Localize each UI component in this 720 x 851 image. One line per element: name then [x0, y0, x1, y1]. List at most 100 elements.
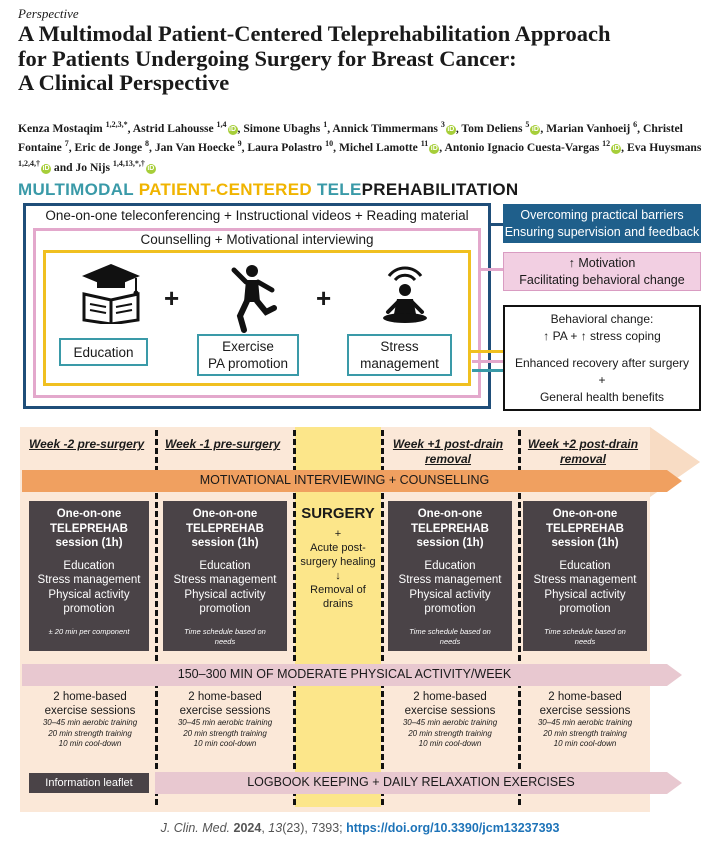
author-affiliation: 1,4: [216, 120, 227, 129]
author-name[interactable]: Simone Ubaghs: [243, 121, 324, 135]
divider: [155, 430, 158, 805]
author-affiliation: 1,4,13,*,†: [112, 158, 145, 168]
figure-title-part: PATIENT-CENTERED: [138, 180, 317, 199]
session-box: One-on-one TELEPREHAB session (1h) Educa…: [388, 501, 512, 651]
home-details: 30–45 min aerobic training 20 min streng…: [42, 718, 138, 748]
author-name[interactable]: Annick Timmermans: [332, 121, 441, 135]
home-session: 2 home-based exercise sessions 30–45 min…: [520, 690, 650, 750]
author-affiliation: 1,2,4,†: [18, 158, 40, 168]
outer-label: One-on-one teleconferencing + Instructio…: [45, 208, 469, 223]
author-affiliation: 1,2,3,*: [105, 120, 128, 129]
author-affiliation: 1: [323, 120, 328, 129]
week-header: Week +1 post-drain removal: [392, 437, 504, 466]
session-title: One-on-one TELEPREHAB session (1h): [546, 508, 624, 549]
author-name[interactable]: Laura Polastro: [247, 141, 326, 155]
author-affiliation: 10: [325, 139, 334, 149]
session-title: One-on-one TELEPREHAB session (1h): [50, 508, 128, 549]
session-title: One-on-one TELEPREHAB session (1h): [186, 508, 264, 549]
stress-management-box: Stress management: [347, 334, 452, 376]
connector: [491, 223, 503, 226]
middle-frame: [33, 228, 481, 398]
home-session: 2 home-based exercise sessions 30–45 min…: [25, 690, 155, 750]
physical-activity-band-arrow: [22, 664, 682, 691]
issue: (23): [282, 821, 305, 835]
session-note: Time schedule based on needs: [409, 626, 491, 646]
year: 2024: [233, 821, 262, 835]
behavioral-change-text: Behavioral change: ↑ PA + ↑ stress copin…: [543, 312, 661, 343]
education-icon: [78, 262, 144, 329]
session-title: One-on-one TELEPREHAB session (1h): [411, 508, 489, 549]
meditation-icon: [380, 262, 430, 329]
home-details: 30–45 min aerobic training 20 min streng…: [177, 718, 273, 748]
session-note: Time schedule based on needs: [184, 626, 266, 646]
session-body: Education Stress management Physical act…: [173, 559, 277, 616]
home-session: 2 home-based exercise sessions 30–45 min…: [160, 690, 290, 750]
authors-and: and: [51, 160, 76, 174]
author-name[interactable]: Jo Nijs: [75, 160, 113, 174]
week-header: Week -2 pre-surgery: [29, 437, 145, 451]
author-name[interactable]: Eric de Jonge: [74, 141, 146, 155]
orcid-icon[interactable]: iD: [429, 144, 440, 155]
author-affiliation: 11: [420, 139, 429, 149]
barriers-box: Overcoming practical barriers Ensuring s…: [503, 204, 701, 243]
author-name[interactable]: Kenza Mostaqim: [18, 121, 106, 135]
motivation-box: ↑ Motivation Facilitating behavioral cha…: [503, 252, 701, 291]
home-title: 2 home-based exercise sessions: [44, 691, 136, 717]
week-header: Week +2 post-drain removal: [527, 437, 639, 466]
author-name[interactable]: Antonio Ignacio Cuesta-Vargas: [444, 141, 603, 155]
title-line: A Multimodal Patient-Centered Teleprehab…: [18, 21, 611, 46]
journal-name: J. Clin. Med.: [160, 821, 231, 835]
article-title: A Multimodal Patient-Centered Teleprehab…: [18, 21, 708, 96]
connector: [472, 369, 503, 372]
orcid-icon[interactable]: iD: [445, 124, 456, 135]
session-box: One-on-one TELEPREHAB session (1h) Educa…: [163, 501, 287, 651]
outcomes-box: [503, 305, 701, 411]
divider: [293, 430, 296, 805]
band-label: MOTIVATIONAL INTERVIEWING + COUNSELLING: [199, 473, 490, 487]
exercise-box: Exercise PA promotion: [197, 334, 299, 376]
author-affiliation: 7: [64, 139, 69, 149]
session-body: Education Stress management Physical act…: [398, 559, 502, 616]
author-name[interactable]: Tom Deliens: [461, 121, 526, 135]
connector: [481, 268, 503, 271]
author-affiliation: 8: [145, 139, 150, 149]
session-box: One-on-one TELEPREHAB session (1h) Educa…: [29, 501, 149, 651]
home-session: 2 home-based exercise sessions 30–45 min…: [385, 690, 515, 750]
session-box: One-on-one TELEPREHAB session (1h) Educa…: [523, 501, 647, 651]
author-name[interactable]: Eva Huysmans: [626, 141, 702, 155]
surgery-title: SURGERY: [301, 505, 375, 522]
orcid-icon[interactable]: iD: [530, 124, 541, 135]
author-name[interactable]: Astrid Lahousse: [132, 121, 217, 135]
author-name[interactable]: Michel Lamotte: [338, 141, 421, 155]
title-line: for Patients Undergoing Surgery for Brea…: [18, 45, 517, 71]
orcid-icon[interactable]: iD: [227, 124, 238, 135]
author-affiliation: 6: [633, 120, 638, 129]
author-affiliation: 9: [237, 139, 242, 149]
session-body: Education Stress management Physical act…: [533, 559, 637, 616]
session-note: ± 20 min per component: [48, 626, 130, 636]
home-title: 2 home-based exercise sessions: [539, 691, 631, 717]
author-name[interactable]: Christel Fontaine: [18, 121, 683, 155]
author-list: Kenza Mostaqim 1,2,3,*, Astrid Lahousse …: [18, 120, 702, 174]
home-details: 30–45 min aerobic training 20 min streng…: [402, 718, 498, 748]
home-title: 2 home-based exercise sessions: [404, 691, 496, 717]
information-leaflet: Information leaflet: [29, 773, 149, 793]
session-body: Education Stress management Physical act…: [37, 559, 141, 616]
author-affiliation: 12: [602, 139, 611, 149]
orcid-icon[interactable]: iD: [611, 144, 622, 155]
author-name[interactable]: Marian Vanhoeij: [546, 121, 634, 135]
orcid-icon[interactable]: iD: [145, 163, 156, 174]
author-affiliation: 3: [440, 120, 445, 129]
recovery-text: Enhanced recovery after surgery + Genera…: [514, 355, 690, 404]
title-line: A Clinical Perspective: [18, 70, 230, 95]
citation-footer: J. Clin. Med. 2024, 13(23), 7393; https:…: [160, 821, 560, 835]
orcid-icon[interactable]: iD: [41, 163, 51, 174]
doi-link[interactable]: https://doi.org/10.3390/jcm13237393: [346, 821, 560, 835]
connector: [471, 350, 503, 353]
author-name[interactable]: Jan Van Hoecke: [154, 141, 238, 155]
divider: [518, 430, 521, 805]
divider: [381, 430, 384, 805]
logbook-band-arrow: [155, 772, 682, 799]
figure-title-part: MULTIMODAL: [18, 180, 139, 199]
connector: [472, 360, 503, 363]
